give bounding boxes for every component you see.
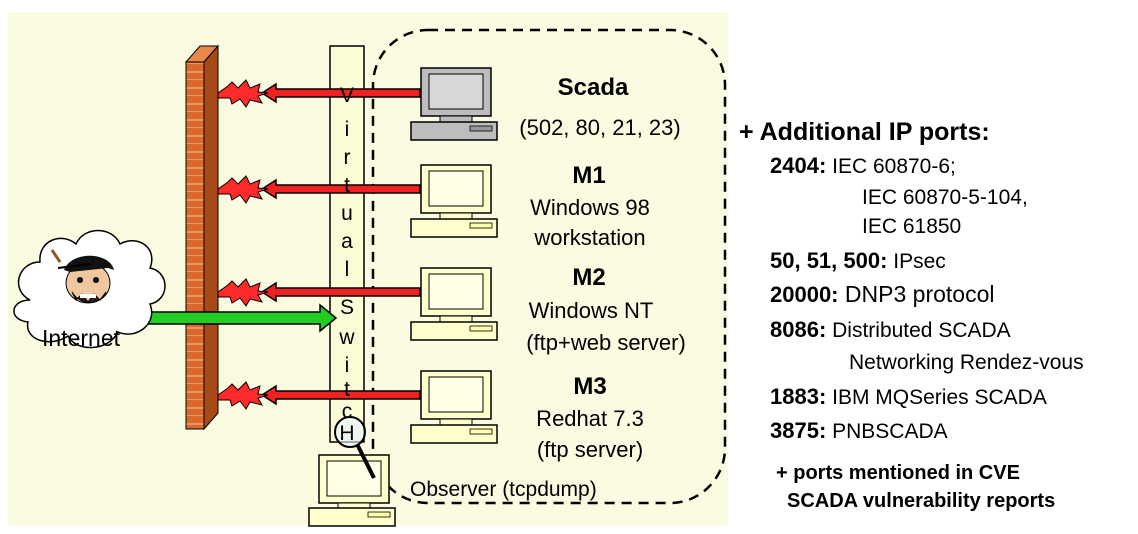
port-description: Networking Rendez-vous [849,351,1084,374]
port-description: DNP3 protocol [838,281,995,307]
port-number: 3875: [770,418,827,443]
computer-icon [410,164,498,238]
computer-icon [410,67,498,141]
virtual-switch-letter: c [341,400,353,423]
ports-heading: + Additional IP ports: [739,118,990,146]
virtual-switch-letter: t [344,174,350,197]
computer-icon [308,454,396,527]
computer-icon [410,267,498,341]
machine-detail-m1-line2: workstation [534,225,646,250]
virtual-switch-letter: i [344,354,350,377]
burst-icon [217,381,269,410]
port-description: IEC 60870-6; [826,155,956,178]
green-arrow [147,303,338,333]
red-arrow [260,178,421,200]
port-line: 50, 51, 500: IPsec [770,248,946,274]
port-description: Distributed SCADA [826,319,1011,342]
machine-title-m3: M3 [573,373,607,400]
ports-footer-line1: + ports mentioned in CVE [776,462,1020,484]
port-line: IEC 60870-5-104, [862,185,1028,210]
machine-title-scada: Scada [557,74,629,101]
port-number: 2404: [770,153,827,178]
port-description: IPsec [887,250,946,273]
machine-detail-scada: (502, 80, 21, 23) [519,115,681,140]
ports-footer-line2: SCADA vulnerability reports [787,490,1056,512]
virtual-switch-letter: V [339,84,354,107]
magnifier-icon [334,416,376,479]
red-arrow [260,82,421,104]
internet-label: Internet [42,325,120,351]
port-line: 1883: IBM MQSeries SCADA [770,384,1047,410]
protected-network-boundary [371,28,727,505]
virtual-switch-letter: t [344,378,350,401]
port-line: 20000: DNP3 protocol [770,281,995,308]
port-number: 8086: [770,317,827,342]
port-number: 50, 51, 500: [770,248,888,273]
red-arrow [260,281,421,303]
firewall-wall-icon [184,44,220,431]
port-number: 1883: [770,384,827,409]
machine-title-m1: M1 [572,162,606,189]
machine-detail-m1-line1: Windows 98 [530,195,650,220]
port-line: IEC 61850 [862,214,961,239]
pirate-face-icon [50,249,114,304]
port-line: 3875: PNBSCADA [770,418,948,444]
virtual-switch-letter: r [343,146,351,169]
machine-detail-m3-line1: Redhat 7.3 [536,406,644,431]
machine-detail-m2-line2: (ftp+web server) [526,330,686,355]
port-line: Networking Rendez-vous [849,350,1084,375]
computer-icon [410,370,498,444]
port-description: PNBSCADA [826,420,948,443]
port-description: IEC 61850 [862,215,962,238]
port-line: 8086: Distributed SCADA [770,317,1011,343]
virtual-switch-letter: a [341,230,353,253]
virtual-switch-letter: u [341,202,353,225]
burst-icon [217,79,269,108]
burst-icon [217,278,269,307]
burst-icon [217,175,269,204]
port-number: 20000: [770,282,839,307]
port-line: 2404: IEC 60870-6; [770,153,956,179]
virtual-switch-letter: i [344,118,350,141]
port-description: IBM MQSeries SCADA [826,386,1047,409]
machine-title-m2: M2 [572,264,606,291]
virtual-switch-letter: S [339,296,354,319]
virtual-switch [329,45,365,443]
observer-label: Observer (tcpdump) [410,478,597,501]
machine-detail-m3-line2: (ftp server) [536,437,644,462]
virtual-switch-letter: H [339,422,355,445]
virtual-switch-letter: w [339,326,355,349]
machine-detail-m2-line1: Windows NT [528,298,654,323]
virtual-switch-letter: l [344,258,350,281]
port-description: IEC 60870-5-104, [862,186,1028,209]
red-arrow [260,384,421,406]
